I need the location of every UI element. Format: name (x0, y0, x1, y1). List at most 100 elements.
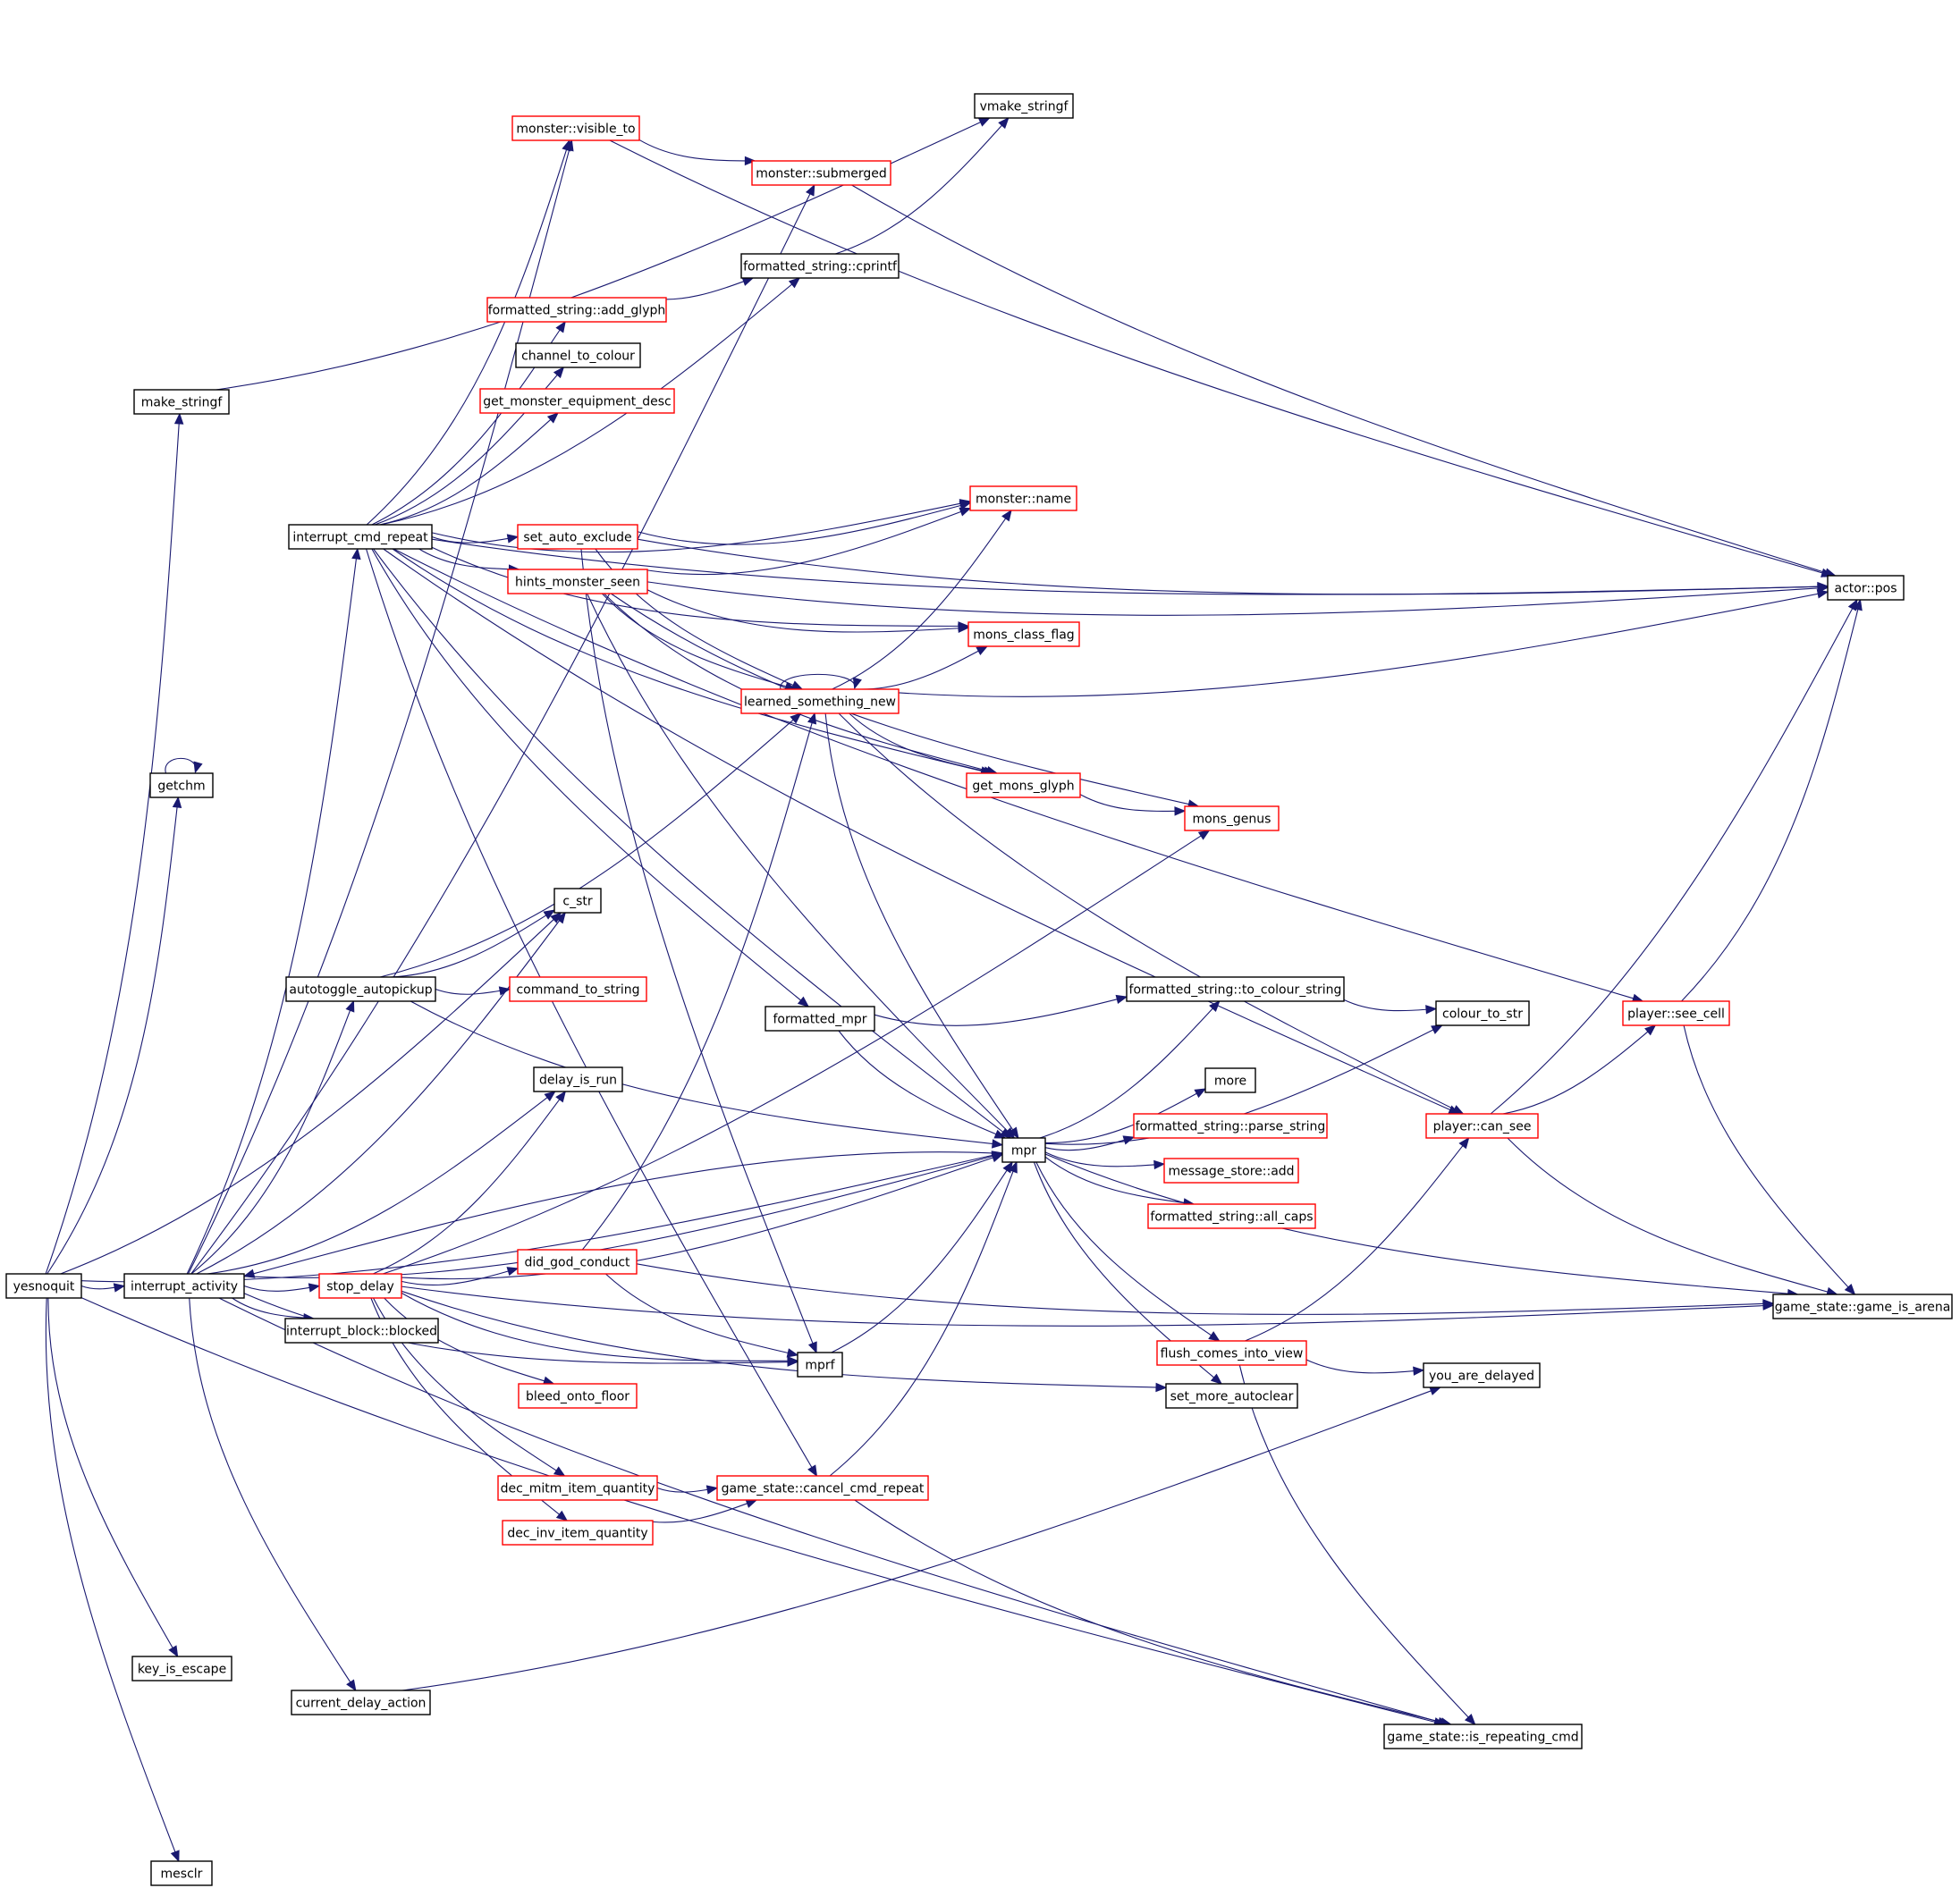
node-monster-name[interactable]: monster::name (969, 485, 1077, 511)
edge-set-auto-exclude-to-actor-pos (637, 538, 1829, 595)
node-player-can-see[interactable]: player::can_see (1425, 1113, 1539, 1139)
node-dec-mitm-item-quantity[interactable]: dec_mitm_item_quantity (497, 1475, 658, 1501)
node-box (285, 976, 436, 1002)
node-hints-monster-seen[interactable]: hints_monster_seen (507, 569, 648, 594)
node-box (1827, 575, 1905, 601)
node-label: you_are_delayed (1429, 1370, 1534, 1384)
node-did-god-conduct[interactable]: did_god_conduct (517, 1249, 638, 1275)
node-yesnoquit[interactable]: yesnoquit (5, 1273, 82, 1299)
node-box (1622, 1000, 1730, 1026)
node-stop-delay[interactable]: stop_delay (318, 1273, 402, 1299)
node-get-monster-equipment-desc[interactable]: get_monster_equipment_desc (479, 388, 675, 414)
node-formatted-string-to-colour-string[interactable]: formatted_string::to_colour_string (1126, 976, 1345, 1002)
edge-flush-comes-into-view-to-game-state-is-repeating-cmd-arrowhead (1464, 1714, 1476, 1725)
edge-dec-inv-item-quantity-to-game-state-cancel-cmd-repeat-arrowhead (745, 1499, 758, 1508)
node-mons-class-flag[interactable]: mons_class_flag (967, 621, 1080, 647)
node-interrupt-activity[interactable]: interrupt_activity (123, 1273, 245, 1299)
node-learned-something-new[interactable]: learned_something_new (740, 688, 900, 714)
node-box (1383, 1724, 1583, 1749)
node-current-delay-action[interactable]: current_delay_action (291, 1690, 431, 1715)
node-box (318, 1273, 402, 1299)
node-set-more-autoclear[interactable]: set_more_autoclear (1165, 1383, 1298, 1409)
node-formatted-string-cprintf[interactable]: formatted_string::cprintf (740, 253, 900, 279)
edge-game-state-cancel-cmd-repeat-to-mpr (829, 1161, 1018, 1477)
node-game-state-is-repeating-cmd[interactable]: game_state::is_repeating_cmd (1383, 1724, 1583, 1749)
node-box (974, 93, 1074, 119)
node-box (1425, 1113, 1539, 1139)
node-flush-comes-into-view[interactable]: flush_comes_into_view (1156, 1340, 1307, 1366)
edge-dec-inv-item-quantity-to-game-state-cancel-cmd-repeat (643, 1499, 757, 1523)
node-mesclr[interactable]: mesclr (150, 1860, 213, 1886)
node-c-str[interactable]: c_str (553, 888, 602, 914)
node-formatted-string-add-glyph[interactable]: formatted_string::add_glyph (486, 297, 667, 323)
node-make-stringf[interactable]: make_stringf (133, 389, 230, 415)
edge-get-mons-glyph-to-mons-genus-arrowhead (1174, 806, 1187, 816)
node-key-is-escape[interactable]: key_is_escape (131, 1656, 232, 1682)
node-label: stop_delay (326, 1280, 394, 1294)
node-label: current_delay_action (296, 1697, 427, 1711)
edge-learned-something-new-to-mons-class-flag (857, 645, 988, 690)
node-get-mons-glyph[interactable]: get_mons_glyph (966, 772, 1081, 798)
edge-interrupt-activity-to-monster-submerged (190, 184, 815, 1275)
node-label: channel_to_colour (521, 350, 635, 364)
edge-autotoggle-autopickup-to-learned-something-new (379, 712, 801, 978)
node-command-to-string[interactable]: command_to_string (509, 976, 647, 1002)
edge-did-god-conduct-to-game-state-game-is-arena (636, 1263, 1774, 1315)
edge-set-auto-exclude-to-mprf-arrowhead (807, 1341, 817, 1354)
edge-player-see-cell-to-game-state-game-is-arena-arrowhead (1844, 1283, 1856, 1295)
node-box (751, 160, 891, 186)
node-label: actor::pos (1834, 582, 1897, 596)
node-formatted-string-all-caps[interactable]: formatted_string::all_caps (1147, 1203, 1316, 1229)
node-label: mesclr (161, 1867, 203, 1882)
node-interrupt-block-blocked[interactable]: interrupt_block::blocked (284, 1318, 439, 1344)
edge-did-god-conduct-to-learned-something-new (581, 712, 815, 1251)
node-mons-genus[interactable]: mons_genus (1184, 805, 1280, 831)
node-box (716, 1475, 929, 1501)
node-formatted-mpr[interactable]: formatted_mpr (765, 1006, 875, 1032)
node-box (533, 1066, 623, 1092)
node-box (1165, 1383, 1298, 1409)
node-bleed-onto-floor[interactable]: bleed_onto_floor (518, 1383, 638, 1409)
node-label: set_auto_exclude (523, 531, 631, 545)
edge-formatted-mpr-to-formatted-string-to-colour-string-arrowhead (1115, 994, 1128, 1005)
node-game-state-game-is-arena[interactable]: game_state::game_is_arena (1772, 1294, 1953, 1319)
node-autotoggle-autopickup[interactable]: autotoggle_autopickup (285, 976, 436, 1002)
node-monster-submerged[interactable]: monster::submerged (751, 160, 891, 186)
node-box (288, 524, 433, 550)
edge-interrupt-cmd-repeat-to-formatted-string-cprintf-arrowhead (788, 277, 801, 289)
node-message-store-add[interactable]: message_store::add (1163, 1158, 1299, 1184)
node-more[interactable]: more (1204, 1067, 1256, 1093)
edge-mpr-to-flush-comes-into-view (1035, 1161, 1220, 1342)
node-you-are-delayed[interactable]: you_are_delayed (1423, 1362, 1541, 1388)
edge-stop-delay-to-mprf-arrowhead (787, 1356, 799, 1366)
node-game-state-cancel-cmd-repeat[interactable]: game_state::cancel_cmd_repeat (716, 1475, 929, 1501)
node-colour-to-str[interactable]: colour_to_str (1435, 1000, 1530, 1026)
node-formatted-string-parse-string[interactable]: formatted_string::parse_string (1133, 1113, 1328, 1139)
node-label: monster::visible_to (516, 122, 635, 137)
node-mprf[interactable]: mprf (797, 1352, 843, 1378)
node-dec-inv-item-quantity[interactable]: dec_inv_item_quantity (502, 1520, 654, 1546)
edge-interrupt-activity-to-delay-is-run-arrowhead (544, 1091, 556, 1102)
node-label: mons_genus (1193, 813, 1271, 827)
node-label: mprf (805, 1359, 835, 1373)
edge-yesnoquit-to-interrupt-activity-arrowhead (113, 1283, 126, 1293)
node-delay-is-run[interactable]: delay_is_run (533, 1066, 623, 1092)
node-set-auto-exclude[interactable]: set_auto_exclude (517, 524, 638, 550)
node-monster-visible-to[interactable]: monster::visible_to (511, 115, 640, 141)
node-actor-pos[interactable]: actor::pos (1827, 575, 1905, 601)
node-label: command_to_string (516, 983, 639, 998)
edge-learned-something-new-to-monster-name-arrowhead (1001, 509, 1012, 522)
edge-did-god-conduct-to-mprf (604, 1273, 798, 1356)
node-player-see-cell[interactable]: player::see_cell (1622, 1000, 1730, 1026)
node-vmake-stringf[interactable]: vmake_stringf (974, 93, 1074, 119)
node-label: hints_monster_seen (515, 576, 640, 590)
node-box (131, 1656, 232, 1682)
node-box (1423, 1362, 1541, 1388)
node-box (1126, 976, 1345, 1002)
node-interrupt-cmd-repeat[interactable]: interrupt_cmd_repeat (288, 524, 433, 550)
edge-yesnoquit-to-game-state-is-repeating-cmd (80, 1297, 1445, 1725)
node-getchm[interactable]: getchm (149, 772, 214, 798)
node-channel-to-colour[interactable]: channel_to_colour (515, 342, 641, 368)
edge-stop-delay-to-delay-is-run-arrowhead (555, 1090, 567, 1103)
node-mpr[interactable]: mpr (1001, 1137, 1046, 1163)
